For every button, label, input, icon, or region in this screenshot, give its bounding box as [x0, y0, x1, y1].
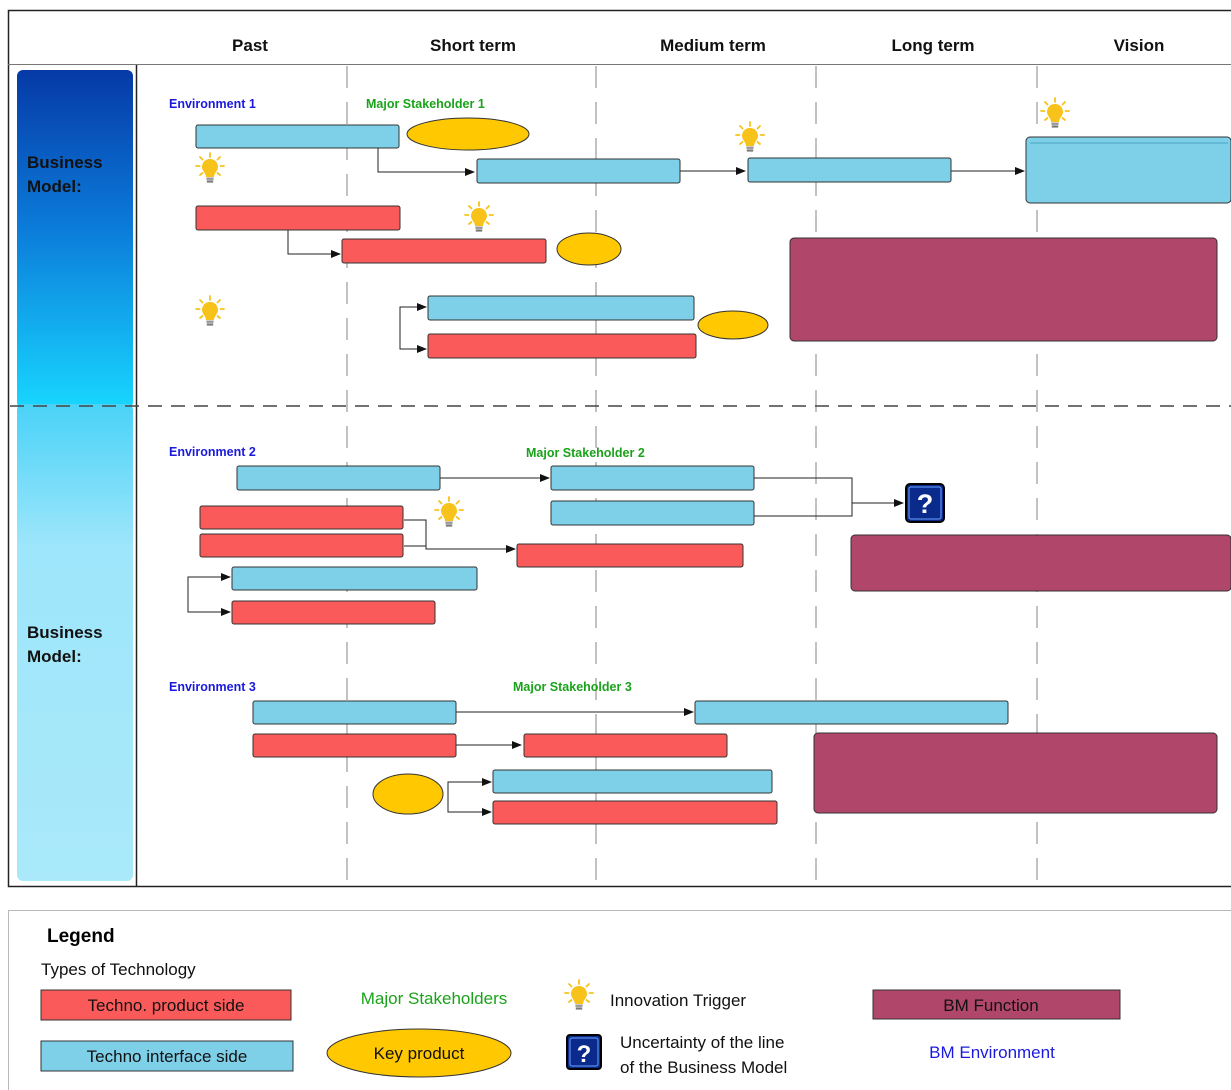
legend-title: Legend: [47, 926, 115, 947]
row-label-2-line1: Business: [27, 623, 103, 642]
interface-vision-block: [1025, 136, 1231, 204]
product-bar: [199, 533, 404, 558]
column-header-long-term: Long term: [891, 36, 974, 55]
row-label-1-line2: Model:: [27, 177, 82, 196]
product-bar: [341, 238, 547, 264]
product-bar: [252, 733, 457, 758]
legend-uncertainty-line2: of the Business Model: [620, 1058, 787, 1077]
legend-bm-function-swatch: [872, 989, 1121, 1020]
product-bar: [195, 205, 401, 231]
interface-bar: [231, 566, 478, 591]
legend-product-swatch: [40, 989, 292, 1021]
interface-bar: [236, 465, 441, 491]
interface-bar: [694, 700, 1009, 725]
question-mark-icon: ?: [566, 1034, 602, 1070]
interface-bar: [550, 500, 755, 526]
legend-product-label: Techno. product side: [88, 996, 245, 1015]
legend-innovation-label: Innovation Trigger: [610, 991, 746, 1010]
interface-bar: [492, 769, 773, 794]
legend-key-product-ellipse: [326, 1028, 512, 1078]
svg-text:?: ?: [917, 489, 934, 519]
legend-bm-environment-label: BM Environment: [929, 1043, 1055, 1062]
column-header-medium-term: Medium term: [660, 36, 766, 55]
legend-key-product-label: Key product: [374, 1044, 465, 1063]
stakeholder-label-1: Major Stakeholder 1: [366, 97, 485, 111]
section-1-shapes: [195, 117, 1231, 359]
bm-function-block: [789, 237, 1218, 342]
legend-stakeholders-label: Major Stakeholders: [361, 989, 507, 1008]
row-label-2-line2: Model:: [27, 647, 82, 666]
legend-uncertainty-line1: Uncertainty of the line: [620, 1033, 784, 1052]
environment-label-3: Environment 3: [169, 680, 256, 694]
section-2-shapes: [199, 465, 1231, 625]
legend-interface-swatch: [40, 1040, 294, 1072]
interface-bar: [427, 295, 695, 321]
interface-bar: [252, 700, 457, 725]
column-header-short-term: Short term: [430, 36, 516, 55]
key-product-ellipse: [556, 232, 622, 266]
bm-function-block: [813, 732, 1218, 814]
question-mark-icon: ?: [905, 483, 945, 523]
business-model-bar-2: [17, 404, 133, 881]
interface-bar: [550, 465, 755, 491]
product-bar: [492, 800, 778, 825]
interface-bar: [476, 158, 681, 184]
product-bar: [516, 543, 744, 568]
legend-types-label: Types of Technology: [41, 960, 196, 979]
stakeholder-label-2: Major Stakeholder 2: [526, 446, 645, 460]
environment-label-2: Environment 2: [169, 445, 256, 459]
product-bar: [231, 600, 436, 625]
key-product-ellipse: [372, 773, 444, 815]
legend-interface-label: Techno interface side: [87, 1047, 248, 1066]
column-header-vision: Vision: [1114, 36, 1165, 55]
stakeholder-label-3: Major Stakeholder 3: [513, 680, 632, 694]
key-product-ellipse: [406, 117, 530, 151]
product-bar: [199, 505, 404, 530]
product-bar: [523, 733, 728, 758]
row-label-1-line1: Business: [27, 153, 103, 172]
key-product-ellipse: [697, 310, 769, 340]
product-bar: [427, 333, 697, 359]
column-header-past: Past: [232, 36, 268, 55]
connectors: [187, 148, 1025, 816]
bm-function-block: [850, 534, 1231, 592]
section-3-shapes: [252, 700, 1218, 825]
interface-bar: [747, 157, 952, 183]
legend-bm-function-label: BM Function: [943, 996, 1038, 1015]
environment-label-1: Environment 1: [169, 97, 256, 111]
business-model-bar-1: [17, 70, 133, 408]
svg-text:?: ?: [577, 1041, 592, 1068]
interface-bar: [195, 124, 400, 149]
